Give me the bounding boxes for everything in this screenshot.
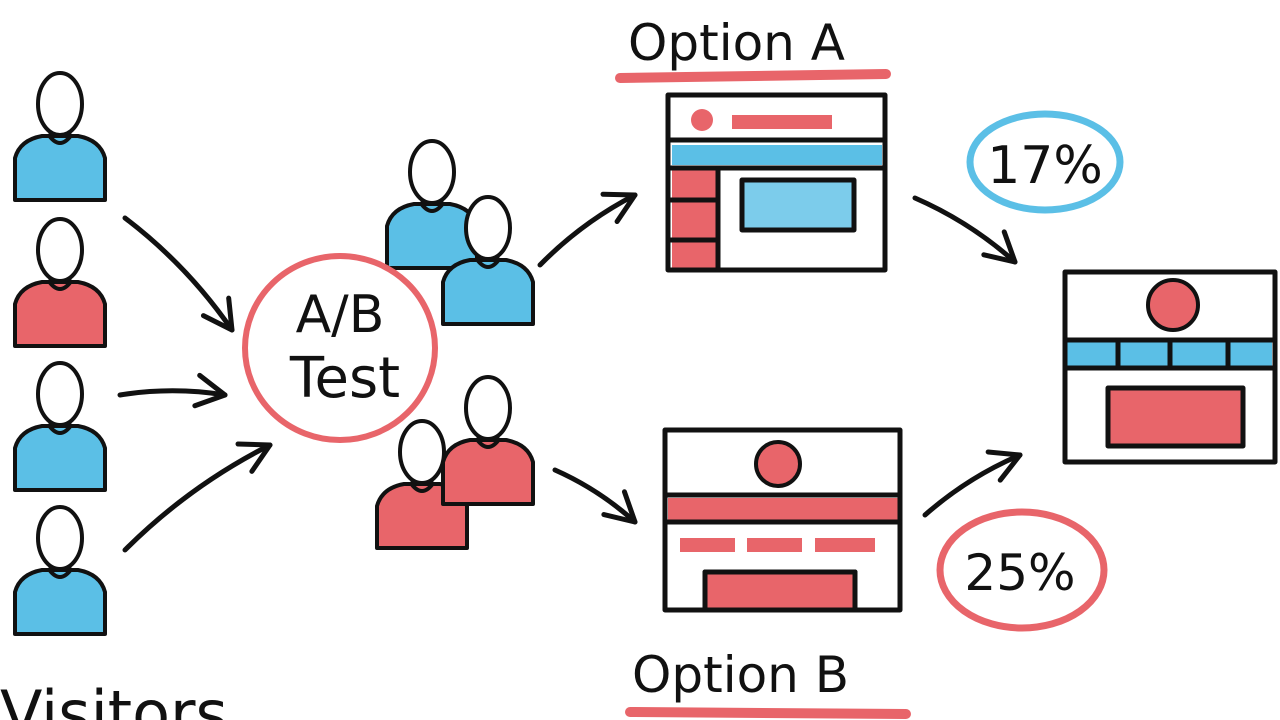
winning-page-mockup bbox=[1062, 269, 1278, 465]
person-collar bbox=[474, 436, 502, 449]
person-collar bbox=[408, 480, 436, 493]
person-body bbox=[13, 280, 107, 348]
person-head bbox=[408, 139, 456, 205]
person-head bbox=[36, 217, 84, 283]
arrow-head bbox=[601, 489, 638, 525]
arrow-head bbox=[981, 229, 1018, 265]
rate-a-value: 17% bbox=[987, 136, 1103, 196]
person-head bbox=[36, 361, 84, 427]
rate-b-badge: 25% bbox=[936, 508, 1108, 632]
person-head bbox=[464, 195, 512, 261]
arrow-head bbox=[200, 295, 235, 333]
arrow-6 bbox=[912, 195, 1018, 265]
option-a: Option A bbox=[615, 14, 891, 273]
arrow-4 bbox=[537, 191, 638, 268]
person-head bbox=[398, 419, 446, 485]
arrow-head bbox=[192, 372, 228, 409]
option-a-underline bbox=[615, 69, 891, 83]
visitors-label: Visitors bbox=[0, 677, 228, 720]
person-body bbox=[441, 258, 535, 326]
arrow-2 bbox=[117, 372, 228, 409]
group-a-person-2 bbox=[441, 195, 535, 326]
rate-b-value: 25% bbox=[964, 544, 1075, 602]
arrow-head bbox=[600, 191, 638, 225]
person-head bbox=[36, 71, 84, 137]
person-collar bbox=[46, 566, 74, 579]
visitor-2 bbox=[13, 217, 107, 348]
person-collar bbox=[46, 422, 74, 435]
person-collar bbox=[46, 132, 74, 145]
person-body bbox=[441, 438, 535, 506]
person-head bbox=[36, 505, 84, 571]
visitor-3 bbox=[13, 361, 107, 492]
arrow-3 bbox=[122, 441, 273, 553]
arrows-layer bbox=[117, 191, 1023, 553]
option-a-label: Option A bbox=[628, 14, 845, 72]
option-b: Option B bbox=[625, 427, 911, 719]
people-layer bbox=[13, 71, 535, 636]
option-b-page-mockup bbox=[662, 427, 903, 613]
visitor-4 bbox=[13, 505, 107, 636]
visitor-1 bbox=[13, 71, 107, 202]
person-collar bbox=[474, 256, 502, 269]
person-collar bbox=[418, 200, 446, 213]
rate-a-badge: 17% bbox=[966, 110, 1124, 214]
test-label: Test bbox=[289, 346, 400, 411]
ab-test-node: A/B Test bbox=[242, 253, 438, 443]
group-b-person-1 bbox=[441, 375, 535, 506]
arrow-1 bbox=[122, 215, 235, 333]
person-body bbox=[13, 134, 107, 202]
ab-label: A/B bbox=[296, 285, 385, 345]
person-body bbox=[13, 568, 107, 636]
arrow-head bbox=[985, 449, 1023, 483]
arrow-5 bbox=[552, 467, 638, 525]
group-a-person-1 bbox=[385, 139, 479, 270]
option-a-page-mockup bbox=[665, 92, 888, 273]
option-b-underline bbox=[625, 707, 911, 719]
person-body bbox=[385, 202, 479, 270]
person-collar bbox=[46, 278, 74, 291]
arrow-head bbox=[235, 441, 273, 474]
person-body bbox=[13, 424, 107, 492]
arrow-7 bbox=[922, 449, 1023, 518]
person-head bbox=[464, 375, 512, 441]
option-b-label: Option B bbox=[632, 646, 849, 704]
